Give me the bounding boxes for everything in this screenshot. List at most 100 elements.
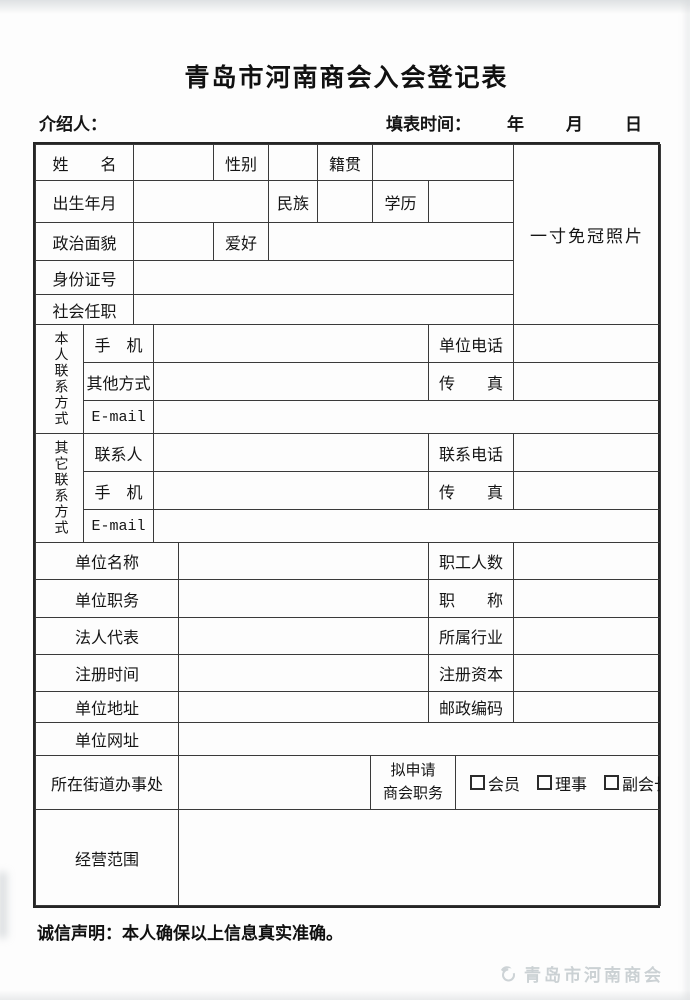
native-place-field[interactable] xyxy=(372,144,514,181)
website-label: 单位网址 xyxy=(35,722,179,756)
name-label: 姓 名 xyxy=(35,144,134,181)
legal-rep-field[interactable] xyxy=(178,617,429,655)
job-title-label: 职 称 xyxy=(428,579,514,618)
company-address-label: 单位地址 xyxy=(35,691,179,723)
page-title: 青岛市河南商会入会登记表 xyxy=(184,65,509,92)
street-office-label: 所在街道办事处 xyxy=(35,755,179,810)
other-way-field[interactable] xyxy=(153,362,429,401)
native-place-label: 籍贯 xyxy=(317,144,373,181)
apply-position-label: 拟申请 商会职务 xyxy=(370,755,456,810)
basic-info-section: 姓 名 性别 籍贯 一寸免冠照片 出生年月 民族 学历 xyxy=(35,144,661,325)
name-field[interactable] xyxy=(133,144,214,181)
self-fax-field[interactable] xyxy=(513,362,661,401)
company-name-field[interactable] xyxy=(178,542,429,580)
self-mobile-field[interactable] xyxy=(153,324,429,363)
business-scope-field[interactable] xyxy=(178,809,661,906)
chamber-watermark: 青岛市河南商会 xyxy=(497,961,664,986)
personal-contact-section: 本人联系方式 手 机 单位电话 其他方式 传 真 E-mail xyxy=(35,324,661,434)
staff-count-field[interactable] xyxy=(513,542,661,580)
education-field[interactable] xyxy=(428,180,514,223)
integrity-declaration: 诚信声明：本人确保以上信息真实准确。 xyxy=(37,924,343,943)
self-email-label: E-mail xyxy=(83,400,154,434)
reg-capital-label: 注册资本 xyxy=(428,654,514,692)
company-info-section: 单位名称 职工人数 单位职务 职 称 法人代表 所属行业 xyxy=(35,542,661,723)
other-fax-label: 传 真 xyxy=(428,471,514,510)
industry-label: 所属行业 xyxy=(428,617,514,655)
birth-date-label: 出生年月 xyxy=(35,180,134,223)
ethnicity-label: 民族 xyxy=(268,180,318,223)
gender-field[interactable] xyxy=(268,144,318,181)
business-scope-label: 经营范围 xyxy=(35,809,179,906)
social-post-field[interactable] xyxy=(133,294,514,325)
political-status-field[interactable] xyxy=(133,222,214,261)
meta-row: 介绍人： 填表时间： 年 月 日 xyxy=(33,110,660,135)
self-email-field[interactable] xyxy=(153,400,661,434)
contact-phone-field[interactable] xyxy=(513,433,661,472)
gender-label: 性别 xyxy=(213,144,269,181)
day-label: 日 xyxy=(625,115,642,134)
personal-contact-group-label: 本人联系方式 xyxy=(35,324,84,434)
ethnicity-field[interactable] xyxy=(317,180,373,223)
hobby-label: 爱好 xyxy=(213,222,269,261)
other-fax-field[interactable] xyxy=(513,471,661,510)
website-section: 单位网址 xyxy=(35,722,661,756)
reg-time-label: 注册时间 xyxy=(35,654,179,692)
hobby-field[interactable] xyxy=(268,222,514,261)
checkbox-vice-president[interactable]: 副会长 xyxy=(604,771,660,795)
other-contact-group-label: 其它联系方式 xyxy=(35,433,84,543)
legal-rep-label: 法人代表 xyxy=(35,617,179,655)
registration-form-table: 姓 名 性别 籍贯 一寸免冠照片 出生年月 民族 学历 xyxy=(33,142,661,908)
scan-shadow-top xyxy=(0,0,690,14)
company-position-field[interactable] xyxy=(178,579,429,618)
month-label: 月 xyxy=(566,115,583,134)
other-mobile-field[interactable] xyxy=(153,471,429,510)
other-email-label: E-mail xyxy=(83,509,154,543)
id-number-label: 身份证号 xyxy=(35,260,134,295)
website-field[interactable] xyxy=(178,722,661,756)
year-label: 年 xyxy=(507,115,524,134)
fill-time-group: 填表时间： 年 月 日 xyxy=(386,110,642,135)
social-post-label: 社会任职 xyxy=(35,294,134,325)
contact-phone-label: 联系电话 xyxy=(428,433,514,472)
checkbox-director-box[interactable] xyxy=(537,775,553,790)
street-office-field[interactable] xyxy=(178,755,371,810)
scan-smudge xyxy=(0,872,7,938)
fill-time-label: 填表时间： xyxy=(386,115,471,134)
postcode-label: 邮政编码 xyxy=(428,691,514,723)
education-label: 学历 xyxy=(372,180,429,223)
checkbox-director[interactable]: 理事 xyxy=(537,771,587,795)
chamber-watermark-text: 青岛市河南商会 xyxy=(524,966,664,985)
self-fax-label: 传 真 xyxy=(428,362,514,401)
political-status-label: 政治面貌 xyxy=(35,222,134,261)
company-name-label: 单位名称 xyxy=(35,542,179,580)
company-position-label: 单位职务 xyxy=(35,579,179,618)
checkbox-member-box[interactable] xyxy=(470,775,485,790)
other-contact-section: 其它联系方式 联系人 联系电话 手 机 传 真 E-mail xyxy=(35,433,661,543)
apply-options-cell: 会员 理事 副会长 xyxy=(455,755,661,810)
self-mobile-label: 手 机 xyxy=(83,324,154,363)
introducer-label: 介绍人： xyxy=(39,115,107,134)
job-title-field[interactable] xyxy=(513,579,661,618)
other-email-field[interactable] xyxy=(153,509,661,543)
business-scope-section: 经营范围 xyxy=(35,809,661,906)
checkbox-member[interactable]: 会员 xyxy=(470,771,520,795)
postcode-field[interactable] xyxy=(513,691,661,723)
birth-date-field[interactable] xyxy=(133,180,269,223)
staff-count-label: 职工人数 xyxy=(428,542,514,580)
other-mobile-label: 手 机 xyxy=(83,471,154,510)
work-phone-label: 单位电话 xyxy=(428,324,514,363)
company-address-field[interactable] xyxy=(178,691,429,723)
other-way-label: 其他方式 xyxy=(83,362,154,401)
id-number-field[interactable] xyxy=(133,260,514,295)
work-phone-field[interactable] xyxy=(513,324,661,363)
photo-area[interactable]: 一寸免冠照片 xyxy=(513,144,661,325)
industry-field[interactable] xyxy=(513,617,661,655)
scan-shadow-right xyxy=(685,0,690,1000)
reg-time-field[interactable] xyxy=(178,654,429,692)
contact-person-label: 联系人 xyxy=(83,433,154,472)
contact-person-field[interactable] xyxy=(153,433,429,472)
checkbox-vice-president-box[interactable] xyxy=(604,775,620,790)
reg-capital-field[interactable] xyxy=(513,654,661,692)
scan-shadow-bottom xyxy=(0,990,690,1000)
